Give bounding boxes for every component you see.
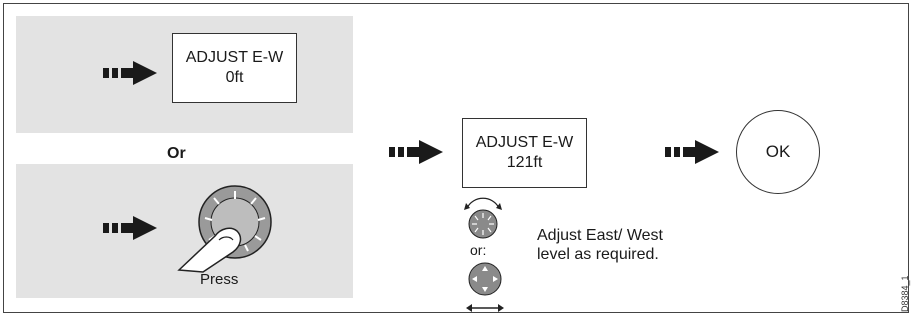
- adjust-ew-display-initial: ADJUST E-W 0ft: [172, 33, 297, 103]
- adjust-ew-display-result: ADJUST E-W 121ft: [462, 118, 587, 188]
- display-value: 0ft: [225, 69, 244, 86]
- instruction-line-2: level as required.: [537, 246, 659, 263]
- display-value: 121ft: [506, 154, 543, 171]
- rotary-knob-icon: [464, 197, 502, 239]
- figure-code: D8384_1: [900, 275, 910, 312]
- step-arrow-icon: [665, 140, 719, 164]
- step-arrow-icon: [103, 216, 157, 240]
- step-arrow-icon: [389, 140, 443, 164]
- step-arrow-icon: [103, 61, 157, 85]
- press-label: Press: [200, 271, 239, 288]
- display-title: ADJUST E-W: [475, 134, 574, 151]
- ok-button[interactable]: OK: [736, 110, 820, 194]
- alternative-label: or:: [470, 242, 487, 258]
- rotary-knob-press-icon: [177, 185, 272, 273]
- direction-pad-icon: [466, 262, 504, 312]
- display-title: ADJUST E-W: [185, 49, 284, 66]
- instruction-line-1: Adjust East/ West: [537, 227, 663, 244]
- or-separator: Or: [167, 145, 186, 162]
- option-b-panel: [16, 164, 353, 298]
- instruction-text: Adjust East/ West level as required.: [537, 226, 663, 264]
